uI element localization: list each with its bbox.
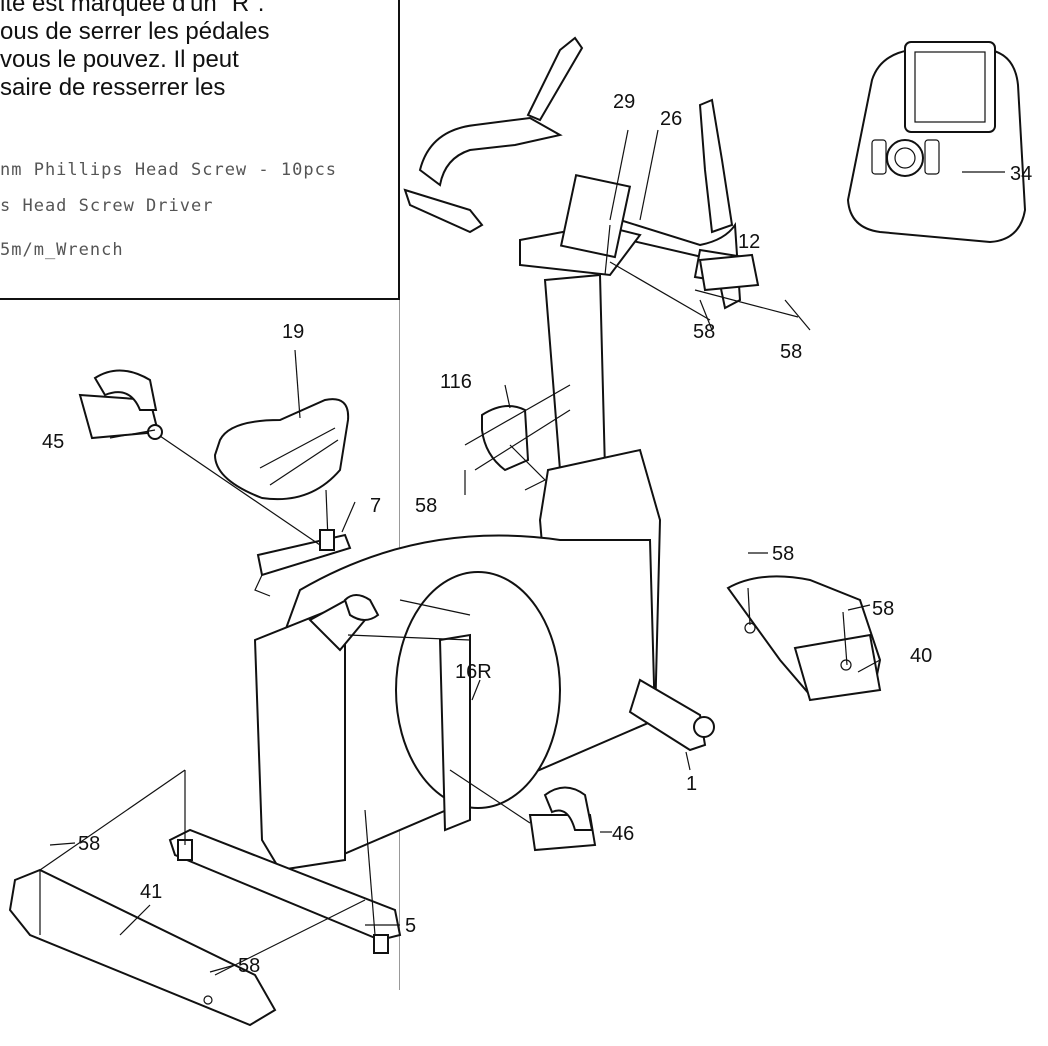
label-7: 7 — [370, 495, 381, 517]
label-1: 1 — [686, 773, 697, 795]
label-58-front-stab: 58 — [78, 833, 100, 855]
label-5: 5 — [405, 915, 416, 937]
label-29: 29 — [613, 91, 635, 113]
front-stabilizer-part — [168, 828, 402, 954]
tool-line-1: nm Phillips Head Screw - 10pcs — [0, 160, 338, 180]
instruction-line-1: ite est marquée d'un "R". — [0, 0, 265, 17]
bottle-holder-part — [481, 405, 547, 491]
cover-plate-part — [698, 253, 760, 292]
tool-line-3: 5m/m_Wrench — [0, 240, 124, 260]
label-58-bar-right: 58 — [780, 341, 802, 363]
label-40: 40 — [910, 645, 932, 667]
leader-lines — [39, 129, 881, 976]
tool-line-2: s Head Screw Driver — [0, 196, 214, 216]
seat-part — [213, 398, 350, 541]
instruction-line-3: vous le pouvez. Il peut — [0, 46, 239, 73]
label-46: 46 — [612, 823, 634, 845]
label-58-cover-right: 58 — [872, 598, 894, 620]
label-19: 19 — [282, 321, 304, 343]
frame-part — [253, 273, 662, 872]
label-45: 45 — [42, 431, 64, 453]
rear-stabilizer-part — [628, 678, 715, 752]
label-16R: 16R — [455, 661, 492, 683]
label-58-bar-left: 58 — [693, 321, 715, 343]
handlebar-part — [403, 36, 752, 310]
console-part — [846, 41, 1027, 244]
instruction-line-4: saire de resserrer les — [0, 74, 226, 101]
instruction-panel: ite est marquée d'un "R". ous de serrer … — [0, 0, 400, 300]
label-58-cover-top: 58 — [772, 543, 794, 565]
pedal-right-part — [449, 769, 597, 852]
instruction-line-2: ous de serrer les pédales — [0, 18, 270, 45]
label-12: 12 — [738, 231, 760, 253]
label-26: 26 — [660, 108, 682, 130]
rear-cover-part — [726, 575, 882, 702]
label-116: 116 — [440, 371, 472, 393]
pedal-left-part — [78, 369, 321, 546]
label-58-bottle: 58 — [415, 495, 437, 517]
label-41: 41 — [140, 881, 162, 903]
label-34: 34 — [1010, 163, 1032, 185]
front-cover-part — [8, 868, 277, 1027]
label-58-front-bottom: 58 — [238, 955, 260, 977]
